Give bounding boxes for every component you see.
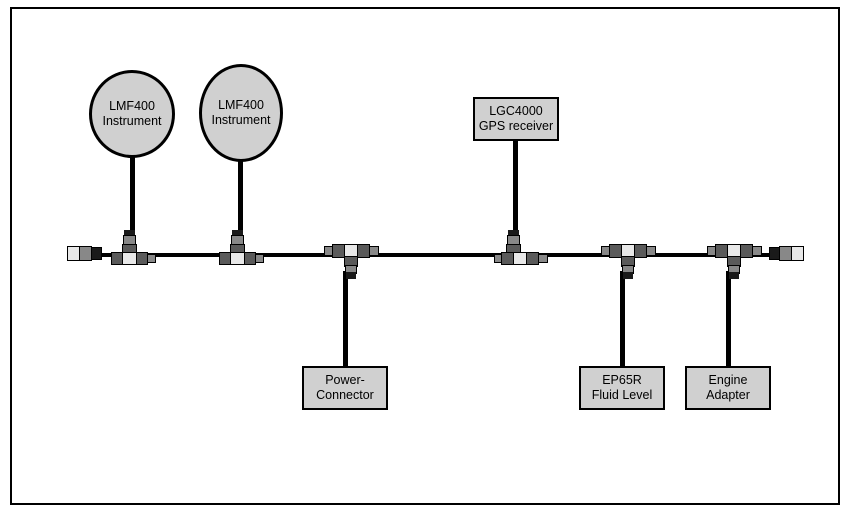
node-lmf400-1[interactable]: LMF400 Instrument: [89, 70, 175, 158]
link-lgc4000: [513, 139, 518, 240]
node-label-line2: Fluid Level: [591, 388, 653, 402]
node-label-line1: EP65R: [602, 373, 642, 387]
node-label-line1: Power-: [325, 373, 365, 387]
node-engine-adapter[interactable]: Engine Adapter: [685, 366, 771, 410]
node-ep65r[interactable]: EP65R Fluid Level: [579, 366, 665, 410]
node-lmf400-2[interactable]: LMF400 Instrument: [199, 64, 283, 162]
bus-backbone: [67, 253, 797, 257]
node-label-line2: Connector: [316, 388, 374, 402]
node-label-line1: LMF400: [109, 99, 155, 114]
node-label-line1: LMF400: [218, 98, 264, 113]
diagram-frame: LMF400 Instrument LMF400 Instrument LGC4…: [10, 7, 840, 505]
t-connector-3[interactable]: [323, 244, 381, 280]
node-label-line2: Instrument: [102, 114, 162, 128]
link-lmf400-2: [238, 160, 243, 240]
node-label-line2: GPS receiver: [478, 119, 554, 133]
node-label-line1: LGC4000: [489, 104, 543, 118]
terminator-right[interactable]: [769, 244, 811, 266]
t-connector-4[interactable]: [493, 230, 551, 266]
link-lmf400-1: [130, 156, 135, 240]
node-label-line2: Adapter: [706, 388, 750, 402]
link-engine-adapter: [726, 271, 731, 367]
link-ep65r: [620, 271, 625, 367]
t-connector-5[interactable]: [600, 244, 658, 280]
t-connector-2[interactable]: [218, 230, 274, 266]
t-connector-1[interactable]: [110, 230, 166, 266]
node-lgc4000[interactable]: LGC4000 GPS receiver: [473, 97, 559, 141]
node-label-line1: Engine: [708, 373, 748, 387]
node-label-line2: Instrument: [211, 113, 271, 127]
link-power-connector: [343, 271, 348, 367]
t-connector-6[interactable]: [706, 244, 764, 280]
terminator-left[interactable]: [66, 244, 108, 266]
node-power-connector[interactable]: Power- Connector: [302, 366, 388, 410]
